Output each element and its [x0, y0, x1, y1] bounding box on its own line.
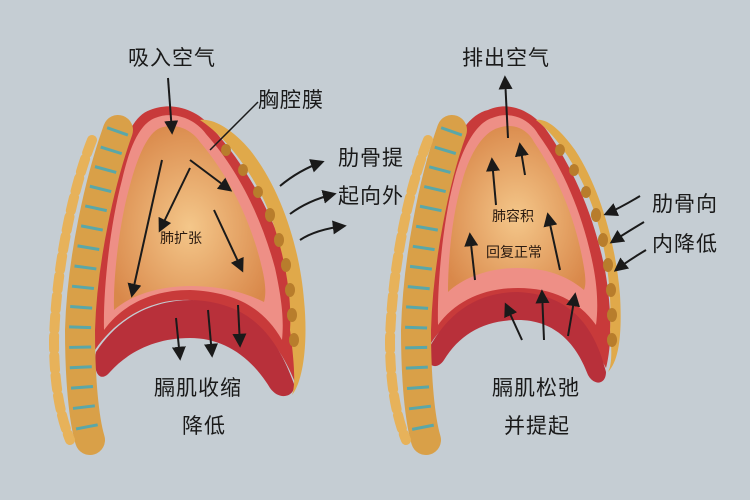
lung-expand-label: 肺扩张 — [160, 231, 202, 247]
ribs-in-arrow-2 — [609, 221, 645, 244]
diaphragm-contract-label-line2: 降低 — [182, 414, 226, 438]
ribs-up-label-line2: 起向外 — [338, 184, 404, 208]
diaphragm-relax-label-line1: 膈肌松弛 — [492, 376, 580, 400]
left-spine — [48, 115, 133, 455]
left-diaphragm — [94, 300, 295, 397]
lung-shrink-arrow-1 — [486, 157, 500, 206]
lung-expand-arrow-2 — [189, 159, 233, 192]
inhale-label: 吸入空气 — [128, 46, 216, 70]
lung-volume-label-line2: 回复正常 — [486, 245, 542, 261]
pleura-pointer-line — [209, 101, 259, 151]
ribs-out-arrow-1 — [279, 159, 325, 187]
lung-shrink-arrow-2 — [514, 142, 529, 176]
diaphragm-up-arrow-2 — [535, 289, 550, 341]
lung-shrink-arrow-4 — [543, 212, 561, 271]
left-thorax — [48, 106, 306, 455]
diaphragm-up-arrow-3 — [566, 292, 581, 337]
lung-expand-arrow-1 — [127, 159, 163, 298]
exhale-label: 排出空气 — [462, 46, 550, 70]
lung-volume-label-line1: 肺容积 — [492, 209, 534, 225]
left-sternum — [200, 119, 306, 396]
ribs-in-arrow-3 — [613, 249, 647, 272]
right-spine — [384, 115, 467, 455]
ribs-out-arrow-3 — [299, 220, 347, 241]
diaphragm-up-arrow-1 — [504, 302, 523, 341]
diaphragm-down-arrow-2 — [204, 309, 218, 358]
lung-expand-arrow-4 — [158, 167, 191, 233]
ribs-up-label-line1: 肋骨提 — [338, 146, 404, 170]
right-lung-cavity — [448, 125, 586, 292]
ribs-in-arrow-1 — [603, 195, 641, 217]
left-arrows — [127, 77, 347, 361]
lung-expand-arrow-3 — [213, 209, 244, 273]
diaphragm-contract-label-line1: 膈肌收缩 — [154, 376, 242, 400]
diaphragm-relax-label-line2: 并提起 — [504, 414, 570, 438]
right-thorax — [384, 106, 621, 455]
pleura-label: 胸腔膜 — [258, 88, 324, 112]
ribs-down-label-line1: 肋骨向 — [652, 192, 718, 216]
right-sternum-segments — [555, 144, 617, 347]
right-diaphragm — [427, 292, 606, 383]
lung-shrink-arrow-3 — [464, 232, 479, 281]
left-sternum-segments — [221, 144, 299, 347]
right-arrows — [464, 75, 647, 341]
exhale-arrow — [498, 75, 513, 139]
ribs-down-label-line2: 内降低 — [652, 232, 718, 256]
inhale-arrow — [164, 77, 179, 135]
diaphragm-down-arrow-1 — [171, 317, 186, 361]
diaphragm-down-arrow-3 — [232, 304, 247, 348]
left-lung-cavity — [113, 125, 266, 310]
ribs-out-arrow-2 — [289, 189, 337, 215]
